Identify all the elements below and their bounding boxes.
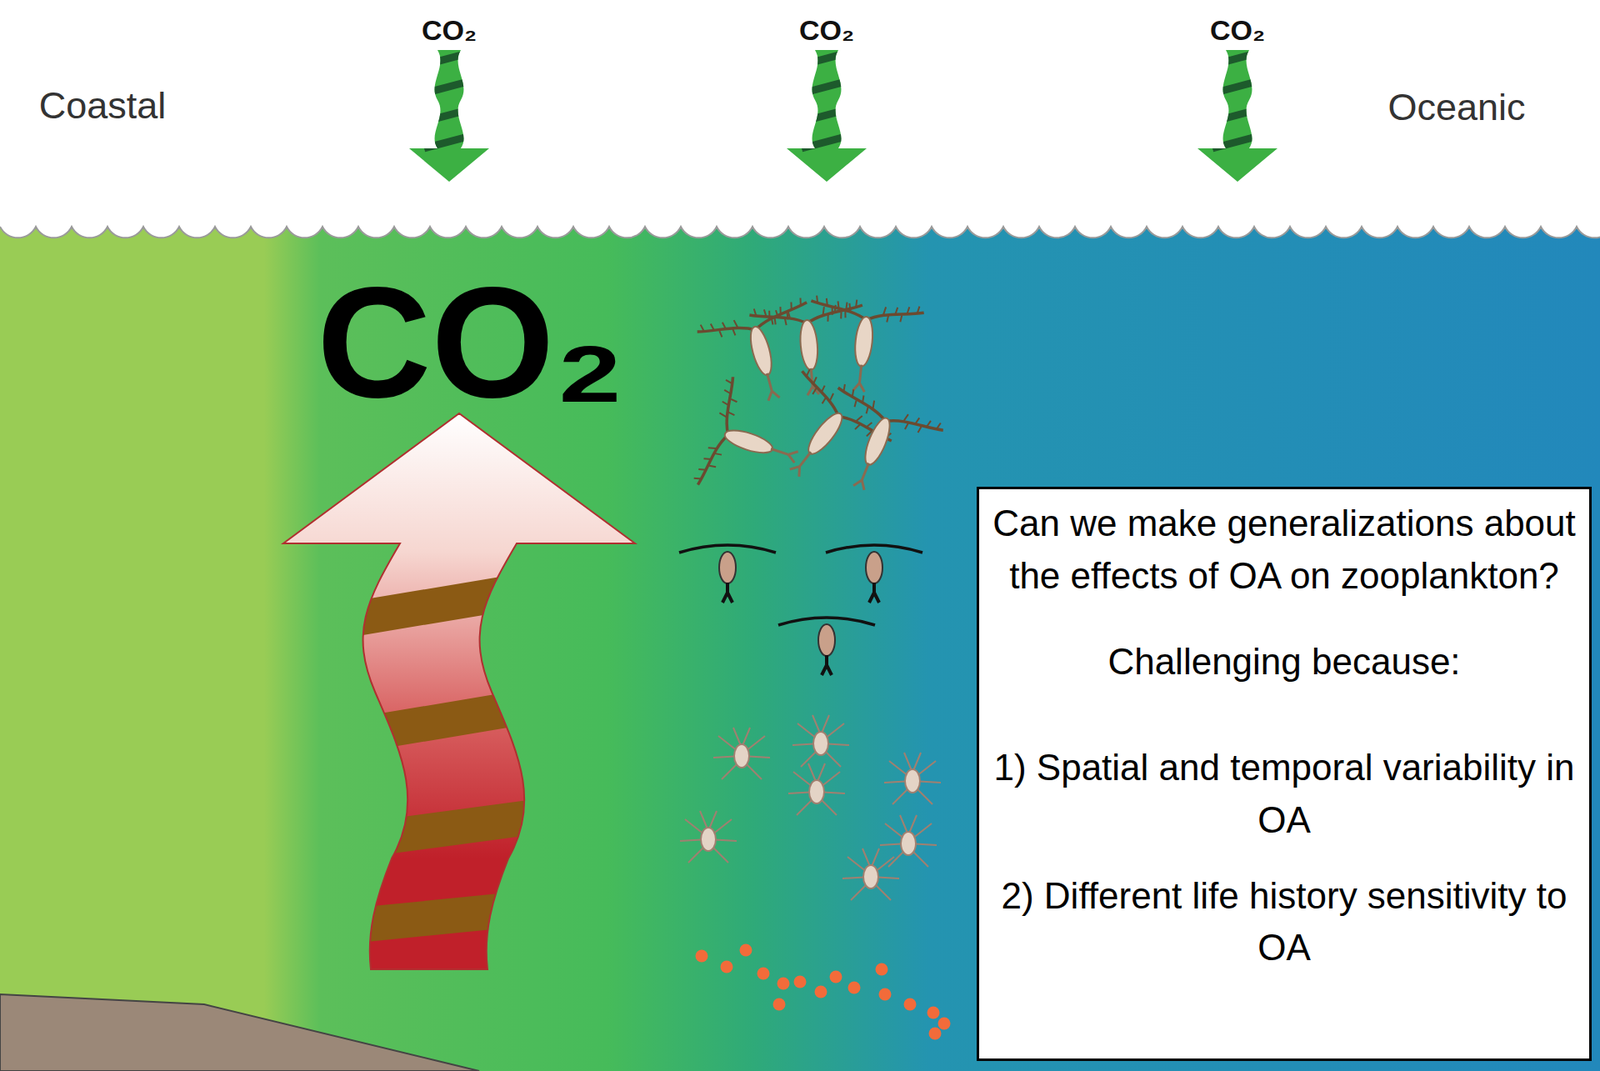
copepod-group	[802, 295, 925, 398]
egg	[938, 1017, 951, 1030]
upwelling-arrow	[316, 812, 567, 846]
larva-group	[880, 815, 937, 867]
co2-label: CO₂	[421, 15, 477, 45]
copepod-group	[692, 295, 946, 511]
region-label: Coastal	[39, 86, 167, 125]
upwelling-arrow	[283, 413, 635, 970]
larva-group	[842, 848, 900, 900]
co2-label: CO₂	[1210, 15, 1265, 45]
region-label: Oceanic	[1387, 88, 1525, 126]
copepod-group	[692, 375, 815, 511]
larva-group	[788, 763, 845, 815]
list-item: 1) Spatial and temporal variability in O…	[984, 741, 1585, 847]
co2-flux-arrow	[786, 50, 867, 182]
co2-flux-arrow	[1197, 50, 1278, 182]
question-text: Can we make generalizations about the ef…	[984, 497, 1585, 603]
egg	[875, 963, 889, 976]
larva-group	[792, 715, 850, 767]
copepod-group	[679, 545, 923, 675]
co2-heading: CO₂	[316, 262, 625, 421]
egg	[929, 1027, 942, 1040]
copepod-group	[749, 299, 870, 400]
egg	[720, 960, 734, 974]
egg	[757, 967, 770, 980]
egg	[740, 944, 753, 957]
upwelling-arrow	[283, 413, 635, 970]
egg-cluster	[695, 944, 951, 1040]
egg	[773, 998, 786, 1011]
water-body	[0, 226, 1600, 1071]
list-item: 2) Different life history sensitivity to…	[984, 870, 1585, 975]
egg	[695, 950, 709, 963]
seafloor	[0, 994, 480, 1071]
upwelling-arrow	[316, 583, 567, 625]
egg	[904, 998, 917, 1011]
co2-flux-arrow	[409, 50, 490, 182]
copepod-group	[825, 545, 923, 603]
larva-group	[680, 810, 737, 863]
copepod-group	[679, 545, 776, 603]
egg	[830, 970, 843, 984]
egg	[879, 988, 892, 1001]
egg	[777, 977, 790, 990]
water-surface	[0, 226, 1600, 238]
larva-group	[680, 715, 941, 900]
heading-text: Challenging because:	[984, 635, 1585, 689]
upwelling-arrow	[283, 413, 635, 970]
question-box: Can we make generalizations about the ef…	[976, 486, 1592, 1061]
egg	[848, 981, 861, 995]
egg	[927, 1006, 940, 1020]
larva-group	[713, 727, 770, 780]
upwelling-arrow	[316, 583, 567, 930]
co2-label: CO₂	[799, 15, 855, 45]
larva-group	[884, 752, 941, 805]
egg	[794, 975, 807, 989]
upwelling-arrow	[316, 700, 567, 742]
egg	[815, 985, 828, 999]
copepod-group	[778, 617, 875, 675]
copepod-group	[805, 382, 945, 510]
upwelling-arrow	[316, 904, 567, 930]
